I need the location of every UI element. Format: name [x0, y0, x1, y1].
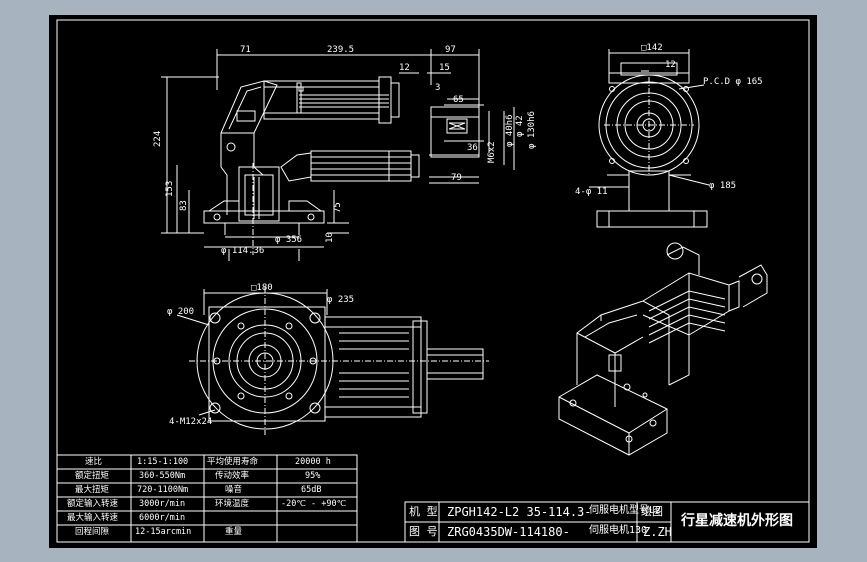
- drawer-label: 绘图: [641, 505, 663, 518]
- spec-value: 65dB: [301, 485, 322, 495]
- spec-value: 360-550Nm: [139, 471, 186, 481]
- drawing-number-overlap-text: 伺服电机130: [589, 525, 648, 536]
- dim-m12-holes: 4-M12x24: [169, 417, 213, 427]
- spec-key: 回程间隙: [75, 527, 110, 537]
- side-view: [589, 49, 710, 228]
- dim-phi-235: φ 235: [327, 295, 355, 305]
- spec-key: 额定扭矩: [75, 471, 110, 481]
- dim-pcd-165: P.C.D φ 165: [703, 77, 763, 87]
- model-value: ZPGH142-L2 35-114.3-: [447, 505, 592, 519]
- spec-key: 平均使用寿命: [207, 457, 259, 467]
- dim-phi-40: φ 40h6: [505, 114, 515, 147]
- dim-36: 36: [467, 143, 478, 153]
- cad-drawing-canvas: [56, 19, 810, 543]
- drawing-sheet: 71 239.5 97 12 15 3 65 36 79 224 153 83 …: [49, 15, 817, 548]
- spec-table-grid: [56, 454, 358, 543]
- dim-75: 75: [333, 202, 343, 213]
- dim-phi-130: φ 130h6: [527, 111, 537, 149]
- spec-value: 3000r/min: [139, 499, 186, 509]
- model-overlap-text: 伺服电机型号L2: [589, 505, 662, 516]
- dim-m6: M6x2: [487, 141, 497, 163]
- dim-3: 3: [435, 83, 441, 93]
- spec-key: 最大扭矩: [75, 485, 110, 495]
- dim-15: 15: [439, 63, 450, 73]
- drawing-number-label: 图 号: [409, 525, 438, 538]
- spec-value: 20000 h: [295, 457, 331, 467]
- dim-4-holes: 4-φ 11: [575, 187, 608, 197]
- dim-153: 153: [165, 180, 175, 197]
- dim-83: 83: [179, 200, 189, 211]
- spec-value: 1:15-1:100: [137, 457, 189, 467]
- dim-65: 65: [453, 95, 464, 105]
- spec-value: -20℃ - +90℃: [281, 499, 347, 509]
- dim-10: 10: [325, 232, 335, 243]
- dim-224: 224: [153, 130, 163, 147]
- spec-value: 720-1100Nm: [137, 485, 189, 495]
- spec-key: 额定输入转速: [67, 499, 119, 509]
- spec-key: 环境温度: [215, 499, 250, 509]
- dim-12-side: 12: [665, 60, 676, 70]
- spec-value: 6000r/min: [139, 513, 186, 523]
- drawer-value: Z.ZH: [643, 525, 672, 539]
- spec-key: 传动效率: [215, 471, 250, 481]
- spec-key: 最大输入转速: [67, 513, 119, 523]
- spec-value: 95%: [305, 471, 321, 481]
- drawing-number-value: ZRG0435DW-114180-: [447, 525, 570, 539]
- spec-key: 速比: [85, 457, 103, 467]
- dim-square-142: □142: [641, 43, 663, 53]
- drawing-title: 行星减速机外形图: [681, 513, 793, 529]
- front-view: [161, 49, 515, 261]
- dim-phi-35-6: φ 356: [275, 235, 303, 245]
- dim-square-180: □180: [251, 283, 273, 293]
- model-label: 机 型: [409, 505, 438, 518]
- dim-phi-200: φ 200: [167, 307, 195, 317]
- spec-key: 重量: [225, 527, 243, 537]
- isometric-view: [558, 242, 768, 456]
- dim-79: 79: [451, 173, 462, 183]
- spec-value: 12-15arcmin: [135, 527, 192, 537]
- dim-phi-114-36: φ 114.36: [221, 246, 265, 256]
- title-block-grid: [404, 501, 810, 543]
- dim-phi-42: φ 42: [515, 115, 525, 137]
- dim-97: 97: [445, 45, 456, 55]
- dim-71: 71: [240, 45, 251, 55]
- dim-239-5: 239.5: [327, 45, 355, 55]
- top-view: [176, 287, 489, 435]
- dim-12-front: 12: [399, 63, 410, 73]
- spec-key: 噪音: [225, 485, 243, 495]
- dim-phi-185: φ 185: [709, 181, 737, 191]
